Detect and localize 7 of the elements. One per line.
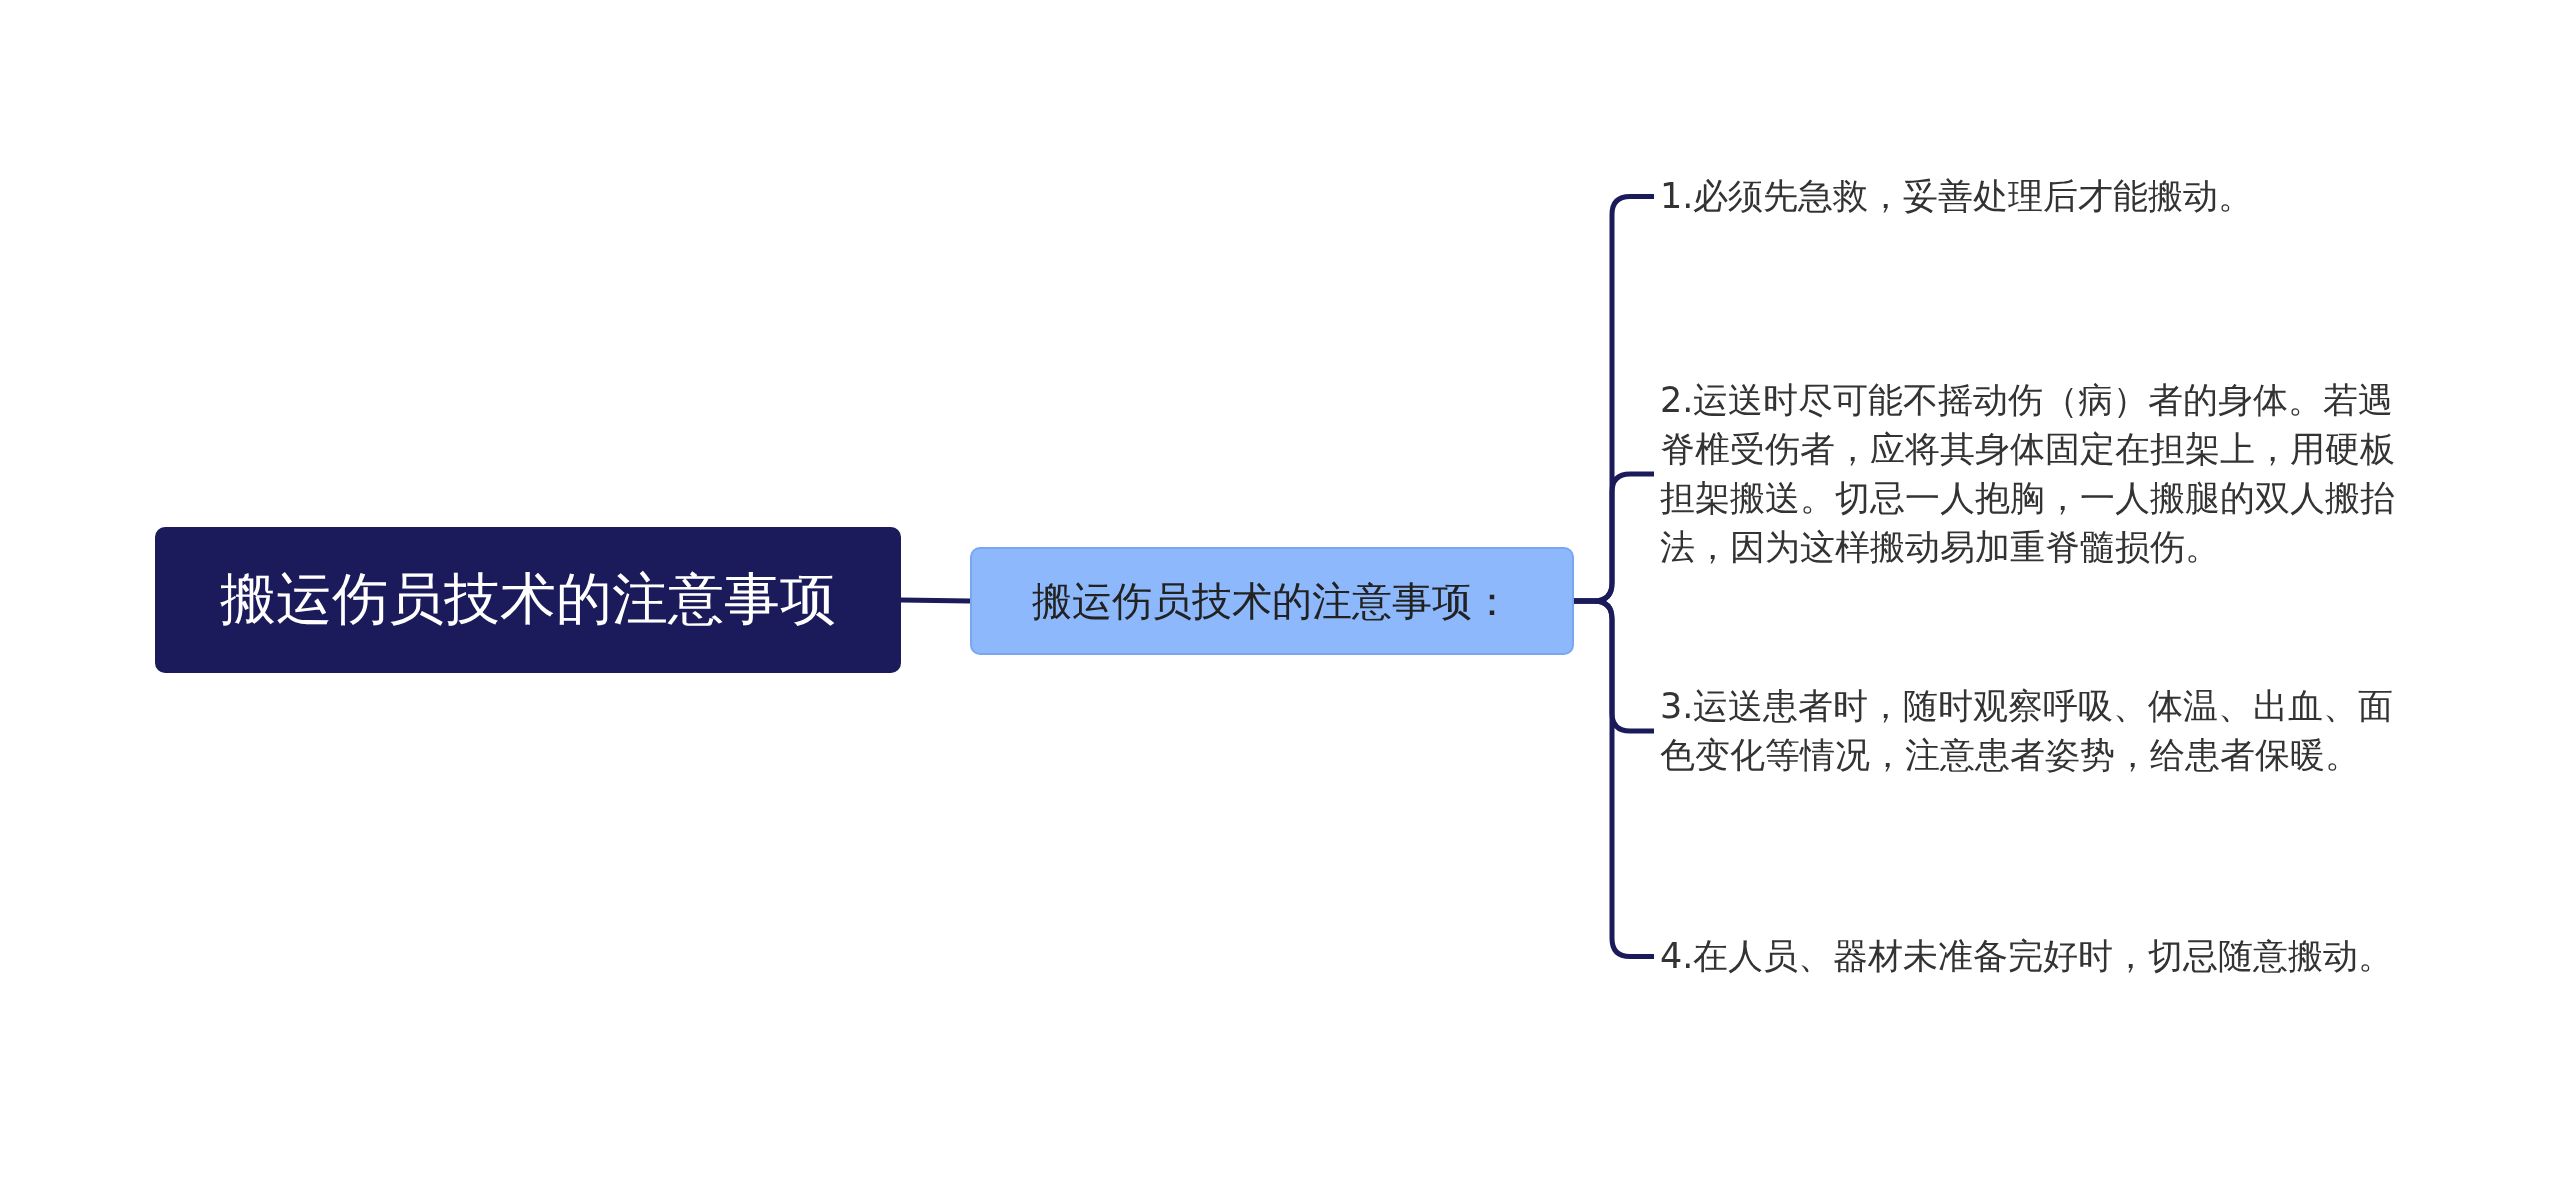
leaf-text: 2.运送时尽可能不摇动伤（病）者的身体。若遇脊椎受伤者，应将其身体固定在担架上，用硬板担架搬送。切忌一人抱胸，一人搬腿的双人搬抬法，因为这样搬动易加重脊髓损伤。 (1660, 376, 2420, 572)
leaf-text: 4.在人员、器材未准备完好时，切忌随意搬动。 (1660, 932, 2420, 981)
connector-line (900, 597, 971, 604)
root-topic-box: 搬运伤员技术的注意事项 (155, 527, 901, 673)
subtopic-box: 搬运伤员技术的注意事项： (970, 547, 1574, 655)
leaf-text: 1.必须先急救，妥善处理后才能搬动。 (1660, 172, 2420, 221)
leaf-text: 3.运送患者时，随时观察呼吸、体温、出血、面色变化等情况，注意患者姿势，给患者保暖。 (1660, 682, 2420, 780)
